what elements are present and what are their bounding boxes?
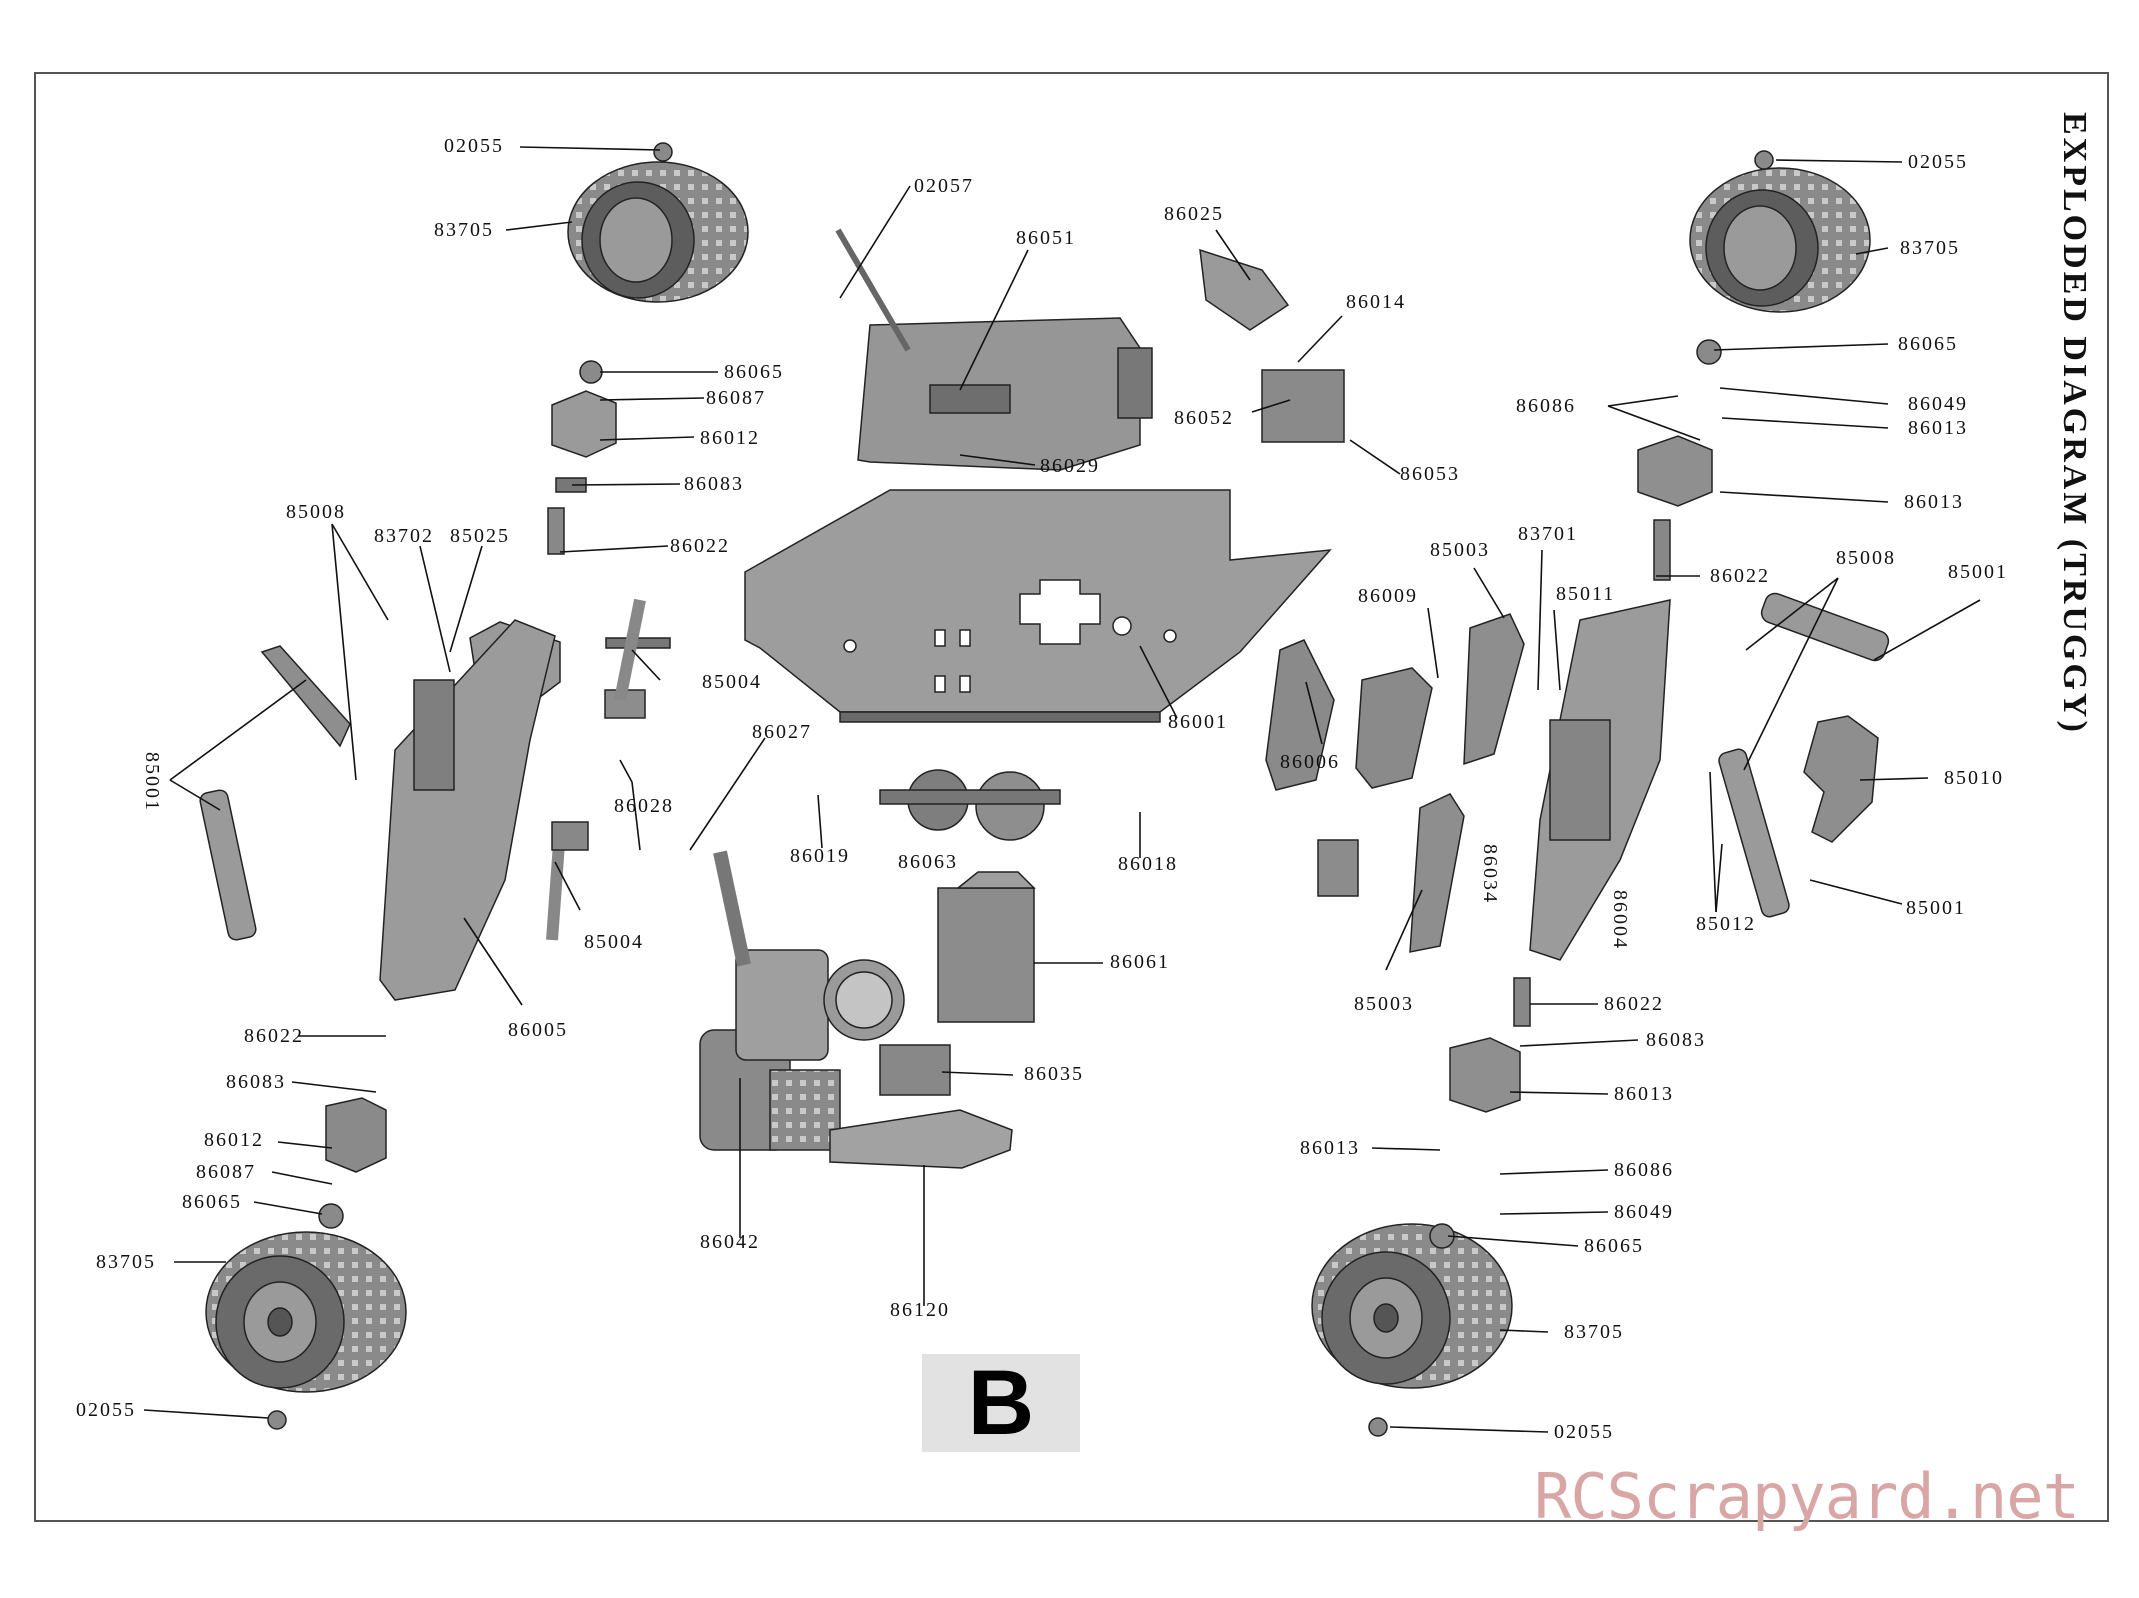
part-label: 86052 <box>1174 407 1234 429</box>
part-label: 86063 <box>898 851 958 873</box>
part-label: 86029 <box>1040 455 1100 477</box>
part-label: 86065 <box>724 361 784 383</box>
part-label: 86053 <box>1400 463 1460 485</box>
section-marker: B <box>922 1354 1080 1452</box>
part-label: 86004 <box>1609 890 1631 950</box>
part-label: 86012 <box>700 427 760 449</box>
part-label: 85004 <box>702 671 762 693</box>
part-label: 85003 <box>1430 539 1490 561</box>
part-label: 86049 <box>1908 393 1968 415</box>
part-label: 86065 <box>182 1191 242 1213</box>
part-label: 86051 <box>1016 227 1076 249</box>
part-label: 86014 <box>1346 291 1406 313</box>
part-label: 86005 <box>508 1019 568 1041</box>
part-label: 85001 <box>1906 897 1966 919</box>
right-arm-a <box>1463 613 1525 766</box>
part-label: 86018 <box>1118 853 1178 875</box>
part-label: 83702 <box>374 525 434 547</box>
section-letter: B <box>967 1352 1035 1454</box>
part-label: 83705 <box>434 219 494 241</box>
part-label: 02055 <box>444 135 504 157</box>
engine <box>699 850 1013 1169</box>
part-label: 86022 <box>1710 565 1770 587</box>
part-label: 85012 <box>1696 913 1756 935</box>
part-label: 86087 <box>196 1161 256 1183</box>
part-label: 02055 <box>1908 151 1968 173</box>
part-label: 85001 <box>1948 561 2008 583</box>
part-label: 02055 <box>76 1399 136 1421</box>
part-label: 86012 <box>204 1129 264 1151</box>
part-label: 85003 <box>1354 993 1414 1015</box>
watermark: RCScrapyard.net <box>1534 1460 2080 1533</box>
part-label: 86065 <box>1898 333 1958 355</box>
part-label: 86009 <box>1358 585 1418 607</box>
part-label: 02055 <box>1554 1421 1614 1443</box>
tire-bottom-left <box>205 1231 407 1393</box>
part-label: 86022 <box>1604 993 1664 1015</box>
part-label: 85025 <box>450 525 510 547</box>
part-label: 83705 <box>96 1251 156 1273</box>
hub-front-left <box>551 390 617 458</box>
part-label: 85010 <box>1944 767 2004 789</box>
tire-top-left <box>567 161 749 303</box>
part-label: 86087 <box>706 387 766 409</box>
part-label: 86013 <box>1614 1083 1674 1105</box>
part-label: 85008 <box>1836 547 1896 569</box>
part-label: 85004 <box>584 931 644 953</box>
part-label: 86006 <box>1280 751 1340 773</box>
part-label: 02057 <box>914 175 974 197</box>
left-main-arm <box>379 619 556 1001</box>
part-label: 83701 <box>1518 523 1578 545</box>
part-label: 86083 <box>226 1071 286 1093</box>
right-shocks <box>1718 592 1890 918</box>
hub-rear-right <box>1449 1037 1521 1113</box>
part-label: 86083 <box>684 473 744 495</box>
part-label: 86019 <box>790 845 850 867</box>
part-label: 86022 <box>670 535 730 557</box>
diagram-frame <box>34 72 2109 1522</box>
receiver-box <box>937 887 1035 1023</box>
part-label: 86086 <box>1516 395 1576 417</box>
part-label: 86083 <box>1646 1029 1706 1051</box>
hub-rear-left <box>325 1097 387 1173</box>
part-label: 86035 <box>1024 1063 1084 1085</box>
part-label: 83705 <box>1564 1321 1624 1343</box>
part-label: 86049 <box>1614 1201 1674 1223</box>
part-label: 86120 <box>890 1299 950 1321</box>
part-label: 86013 <box>1908 417 1968 439</box>
part-label: 85011 <box>1556 583 1616 605</box>
part-label: 86061 <box>1110 951 1170 973</box>
part-label: 86042 <box>700 1231 760 1253</box>
diagram-title: EXPLODED DIAGRAM (TRUGGY) <box>2056 112 2093 735</box>
hub-front-right <box>1637 435 1713 507</box>
part-label: 86086 <box>1614 1159 1674 1181</box>
part-label: 86034 <box>1479 844 1501 904</box>
part-label: 86022 <box>244 1025 304 1047</box>
right-rear-wing <box>1803 715 1879 843</box>
center-diff <box>879 769 1061 841</box>
right-bumper <box>1355 667 1433 789</box>
part-label: 86013 <box>1300 1137 1360 1159</box>
tire-bottom-right <box>1311 1223 1513 1389</box>
part-label: 86065 <box>1584 1235 1644 1257</box>
part-label: 86025 <box>1164 203 1224 225</box>
part-label: 85001 <box>141 752 163 812</box>
part-label: 86027 <box>752 721 812 743</box>
part-label: 83705 <box>1900 237 1960 259</box>
part-label: 86028 <box>614 795 674 817</box>
tire-top-right <box>1689 167 1871 313</box>
left-shocks <box>199 645 351 941</box>
part-label: 86001 <box>1168 711 1228 733</box>
servo <box>1261 369 1345 443</box>
part-label: 86013 <box>1904 491 1964 513</box>
part-label: 85008 <box>286 501 346 523</box>
right-arm-b <box>1409 793 1465 953</box>
